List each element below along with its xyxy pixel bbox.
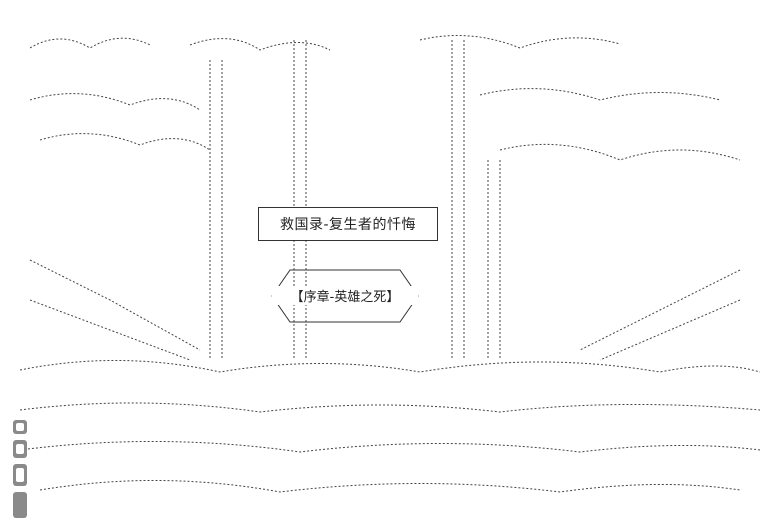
subtitle-frame: 【序章-英雄之死】 (272, 268, 418, 324)
chapter-title-box: 救国录-复生者的忏悔 (258, 207, 438, 241)
chapter-subtitle: 【序章-英雄之死】 (272, 286, 418, 305)
chapter-title: 救国录-复生者的忏悔 (279, 217, 417, 233)
dmzj-watermark-icon (10, 418, 30, 522)
